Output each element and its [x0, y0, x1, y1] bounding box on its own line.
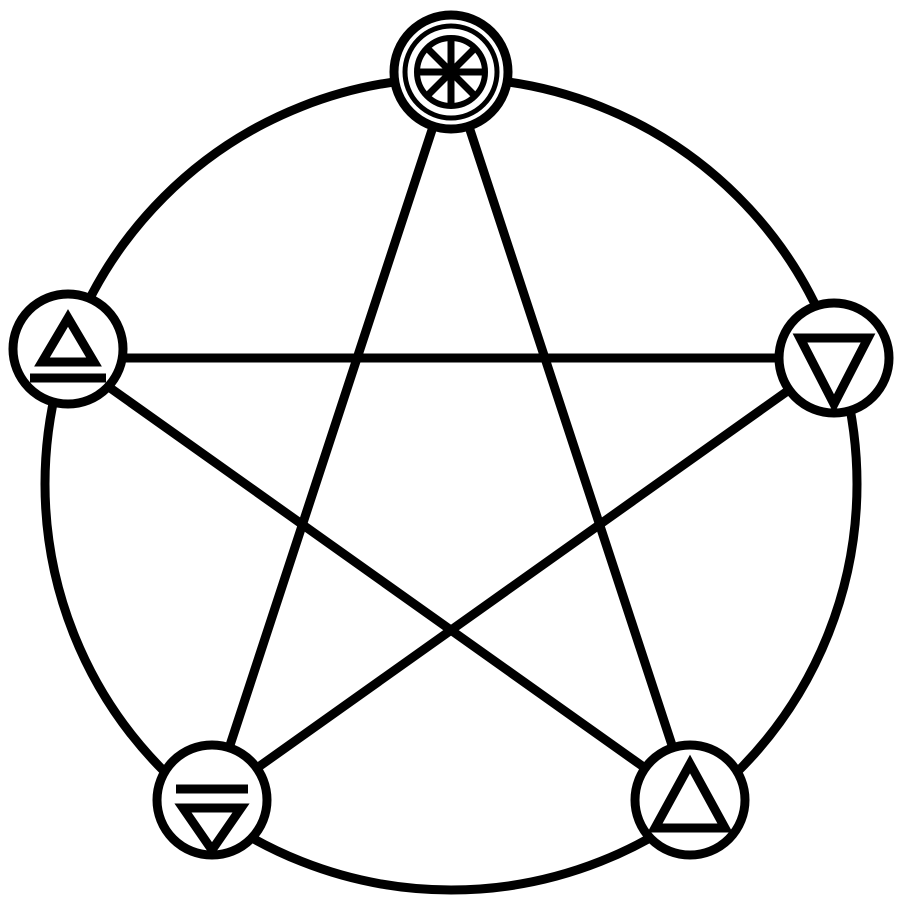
node-water [774, 298, 894, 418]
edge-spirit-earth [207, 67, 456, 805]
node-fire [630, 740, 750, 860]
edge-air-fire [63, 353, 695, 805]
node-spirit [389, 10, 513, 134]
water-triangle-icon [792, 333, 876, 414]
fire-triangle-icon [647, 754, 733, 833]
earth-triangle-icon [174, 784, 250, 858]
pentagram-edges [63, 67, 839, 805]
eight-spoked-wheel-icon [402, 23, 500, 121]
edge-spirit-fire [446, 67, 695, 805]
air-triangle-icon [30, 309, 106, 383]
node-air [8, 289, 128, 409]
node-earth [152, 740, 272, 860]
edge-water-earth [207, 353, 839, 805]
